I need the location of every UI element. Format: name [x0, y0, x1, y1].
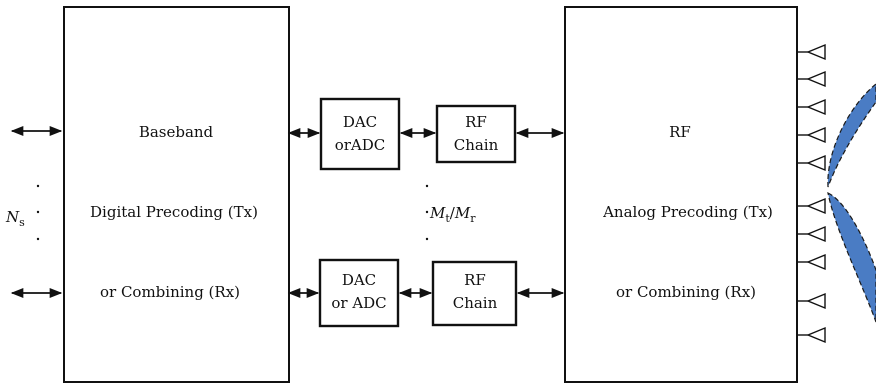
baseband-combining: or Combining (Rx) [100, 283, 240, 301]
antenna-array [797, 43, 826, 344]
ellipsis-dot [36, 184, 40, 188]
rf-chain-bottom-label-2: Chain [453, 294, 498, 312]
antenna-element-icon [806, 126, 826, 144]
antenna-element-icon [806, 43, 826, 61]
baseband-digital-precoding: Digital Precoding (Tx) [90, 203, 258, 221]
ellipsis-dot [36, 237, 40, 241]
converter-bottom-label-2: or ADC [331, 294, 386, 312]
antenna-element-icon [806, 292, 826, 310]
converter-bottom-box [318, 258, 400, 328]
baseband-title: Baseband [139, 123, 214, 141]
rf-combining: or Combining (Rx) [616, 283, 756, 301]
beam-lobe-upper [827, 83, 876, 188]
rf-chain-bottom-box [431, 260, 518, 327]
antenna-element-icon [806, 326, 826, 344]
rf-chains-label: Mt/Mr [429, 204, 476, 225]
ellipsis-dot [425, 210, 429, 214]
rf-chain-top-label-1: RF [465, 113, 487, 131]
beam-lobe-lower [827, 191, 876, 323]
ellipsis-dot [36, 210, 40, 214]
rf-analog-precoding: Analog Precoding (Tx) [602, 203, 773, 221]
ellipsis-dot [425, 237, 429, 241]
converter-top-label-2: orADC [335, 136, 386, 154]
rf-title: RF [669, 123, 691, 141]
antenna-element-icon [806, 154, 826, 172]
converter-top-box [319, 97, 401, 171]
antenna-element-icon [806, 197, 826, 215]
ellipsis-dot [425, 184, 429, 188]
antenna-element-icon [806, 253, 826, 271]
streams-label: Ns [5, 208, 25, 229]
antenna-element-icon [806, 225, 826, 243]
beam-pattern [827, 83, 876, 323]
rf-chain-bottom-label-1: RF [464, 271, 486, 289]
antenna-element-icon [806, 98, 826, 116]
rf-chain-top-label-2: Chain [454, 136, 499, 154]
rf-block [564, 6, 798, 383]
antenna-element-icon [806, 70, 826, 88]
converter-bottom-label-1: DAC [342, 271, 376, 289]
converter-top-label-1: DAC [343, 113, 377, 131]
baseband-block [63, 6, 290, 383]
rf-chain-top-box [435, 104, 517, 164]
